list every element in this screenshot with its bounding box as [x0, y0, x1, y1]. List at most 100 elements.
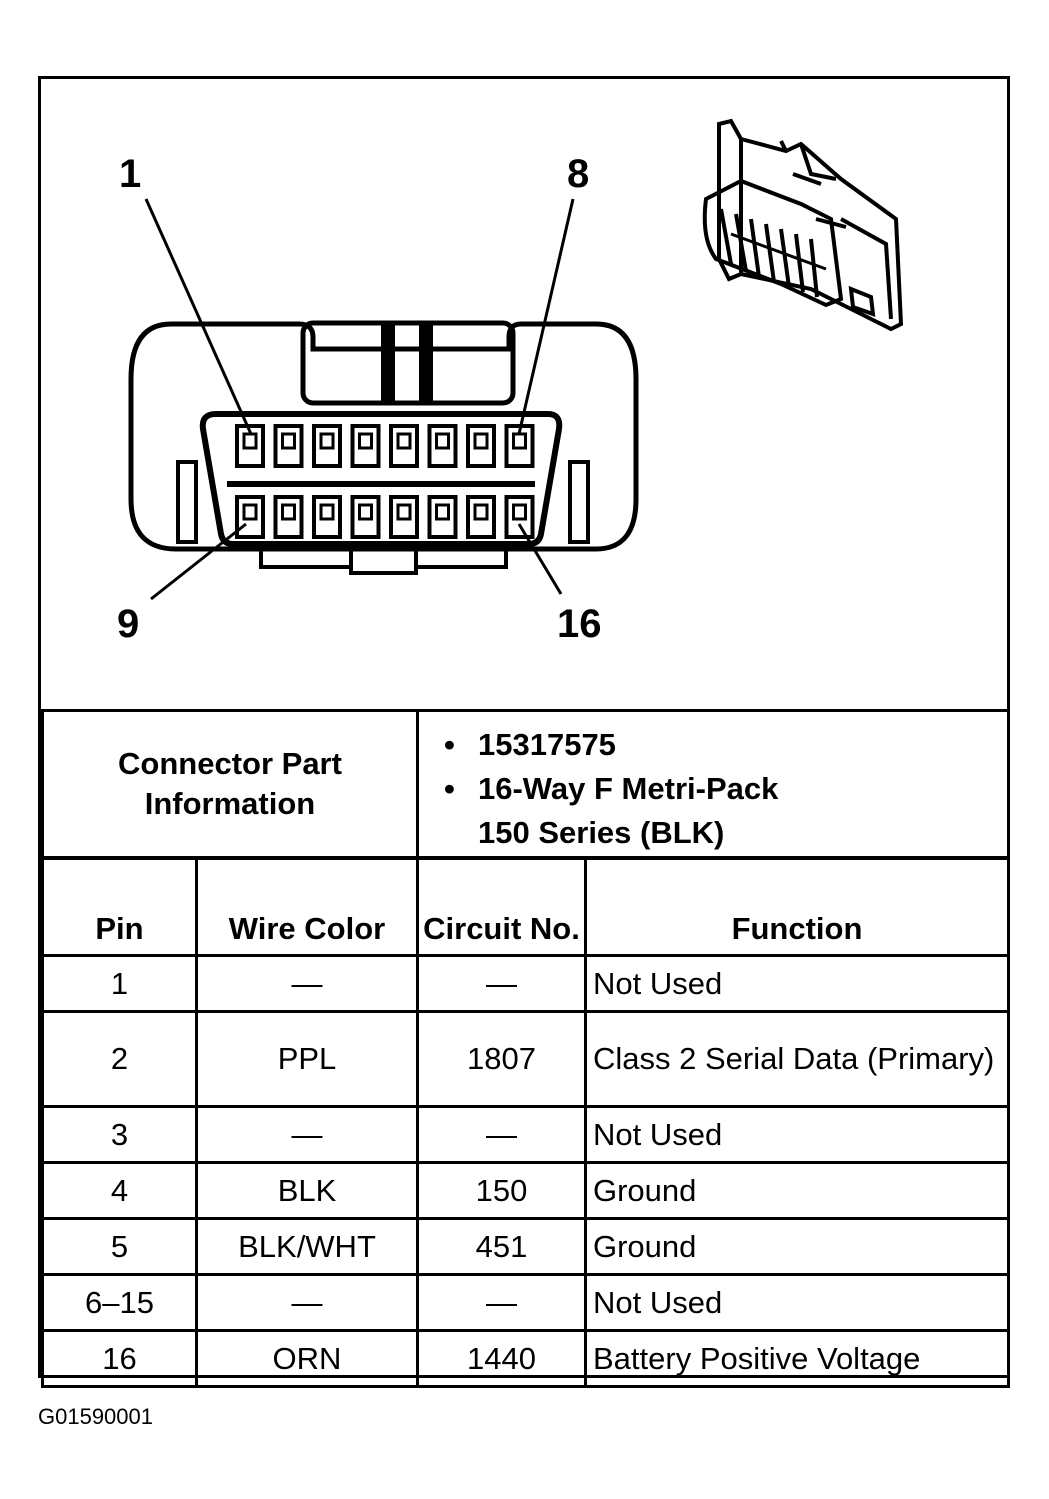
- connector-info-description: 16-Way F Metri-Pack 150 Series (BLK): [444, 767, 838, 855]
- pin-cavity: [504, 495, 535, 539]
- pin-cavity: [312, 424, 342, 468]
- pin-cavity: [389, 424, 419, 468]
- side-key-right: [568, 460, 590, 544]
- pin-cavity: [273, 424, 304, 468]
- callout-pin-16: 16: [557, 602, 602, 646]
- callout-pin-1: 1: [119, 152, 141, 196]
- cell-circuit-no: 1440: [416, 1329, 587, 1388]
- table-row: 1——Not Used: [41, 954, 1010, 1013]
- cell-pin: 6–15: [41, 1273, 198, 1332]
- figure-id: G01590001: [38, 1404, 153, 1429]
- header-pin: Pin: [41, 857, 198, 957]
- cell-function: Not Used: [584, 954, 1010, 1013]
- cell-wire-color: BLK/WHT: [195, 1217, 419, 1276]
- pin-terminal: [242, 503, 258, 521]
- pin-cavity: [427, 424, 458, 468]
- pin-terminal: [473, 432, 489, 450]
- pin-cavities: [235, 424, 535, 539]
- cell-function: Class 2 Serial Data (Primary): [584, 1010, 1010, 1108]
- pin-cavity: [235, 495, 265, 539]
- connector-body-outline: [128, 321, 639, 552]
- cell-wire-color: —: [195, 1273, 419, 1332]
- pin-cavity: [466, 424, 496, 468]
- cell-function: Ground: [584, 1161, 1010, 1220]
- header-circuit-no: Circuit No.: [416, 857, 587, 957]
- latch-slot-left: [381, 324, 395, 402]
- callout-pin-9: 9: [117, 602, 139, 646]
- connector-isometric-view: [702, 118, 904, 332]
- cell-circuit-no: 150: [416, 1161, 587, 1220]
- cell-function: Ground: [584, 1217, 1010, 1276]
- connector-info-list: 15317575 16-Way F Metri-Pack 150 Series …: [420, 713, 1006, 855]
- table-row: 3——Not Used: [41, 1105, 1010, 1164]
- header-wire-color: Wire Color: [195, 857, 419, 957]
- cell-circuit-no: —: [416, 1273, 587, 1332]
- pin-terminal: [396, 503, 412, 521]
- connector-info-details: 15317575 16-Way F Metri-Pack 150 Series …: [416, 709, 1010, 859]
- pin-terminal: [319, 432, 335, 450]
- cell-pin: 3: [41, 1105, 198, 1164]
- bottom-tab-right: [414, 545, 508, 569]
- cell-circuit-no: 1807: [416, 1010, 587, 1108]
- leader-line-pin-9: [150, 522, 247, 601]
- pin-terminal: [242, 432, 258, 450]
- pin-cavity: [466, 495, 496, 539]
- cell-wire-color: —: [195, 1105, 419, 1164]
- pin-cavity: [235, 424, 265, 468]
- leader-line-pin-1: [144, 198, 253, 435]
- cell-circuit-no: 451: [416, 1217, 587, 1276]
- pin-cavity: [312, 495, 342, 539]
- cell-circuit-no: —: [416, 954, 587, 1013]
- callout-pin-8: 8: [567, 152, 589, 196]
- connector-face-drawing: 1 8 9 16: [117, 118, 904, 646]
- pin-terminal: [512, 432, 527, 450]
- pin-terminal: [358, 503, 373, 521]
- pin-terminal: [512, 503, 527, 521]
- table-row: 6–15——Not Used: [41, 1273, 1010, 1332]
- leader-line-pin-16: [517, 523, 563, 595]
- cell-wire-color: ORN: [195, 1329, 419, 1388]
- cell-wire-color: PPL: [195, 1010, 419, 1108]
- cell-function: Not Used: [584, 1273, 1010, 1332]
- connector-diagram: 1 8 9 16: [41, 79, 1007, 709]
- cell-pin: 1: [41, 954, 198, 1013]
- pin-table: Pin Wire Color Circuit No. Function 1——N…: [41, 857, 1010, 1388]
- pin-cavity: [350, 424, 381, 468]
- cell-pin: 4: [41, 1161, 198, 1220]
- cell-pin: 16: [41, 1329, 198, 1388]
- connector-latch: [300, 320, 516, 406]
- pin-table-header: Pin Wire Color Circuit No. Function: [41, 857, 1010, 957]
- pin-terminal: [435, 432, 450, 450]
- pin-terminal: [358, 432, 373, 450]
- latch-slot-right: [419, 324, 433, 402]
- cell-circuit-no: —: [416, 1105, 587, 1164]
- pin-terminal: [281, 503, 296, 521]
- pin-cavity: [273, 495, 304, 539]
- cell-function: Battery Positive Voltage: [584, 1329, 1010, 1388]
- cell-pin: 2: [41, 1010, 198, 1108]
- pin-terminal: [396, 432, 412, 450]
- connector-info-label: Connector Part Information: [41, 709, 419, 859]
- pin-terminal: [319, 503, 335, 521]
- side-key-left: [176, 460, 198, 544]
- pin-cavity: [350, 495, 381, 539]
- connector-info-part-number: 15317575: [444, 723, 1006, 767]
- leader-line-pin-8: [517, 198, 575, 435]
- pin-terminal: [281, 432, 296, 450]
- cell-pin: 5: [41, 1217, 198, 1276]
- cell-wire-color: BLK: [195, 1161, 419, 1220]
- connector-face: [199, 411, 563, 547]
- connector-frame: 1 8 9 16 Connector Part Information: [38, 76, 1010, 1388]
- pin-terminal: [435, 503, 450, 521]
- pin-terminal: [473, 503, 489, 521]
- cell-function: Not Used: [584, 1105, 1010, 1164]
- cell-wire-color: —: [195, 954, 419, 1013]
- connector-info-table: Connector Part Information 15317575 16-W…: [41, 709, 1010, 859]
- header-function: Function: [584, 857, 1010, 957]
- pin-cavity: [427, 495, 458, 539]
